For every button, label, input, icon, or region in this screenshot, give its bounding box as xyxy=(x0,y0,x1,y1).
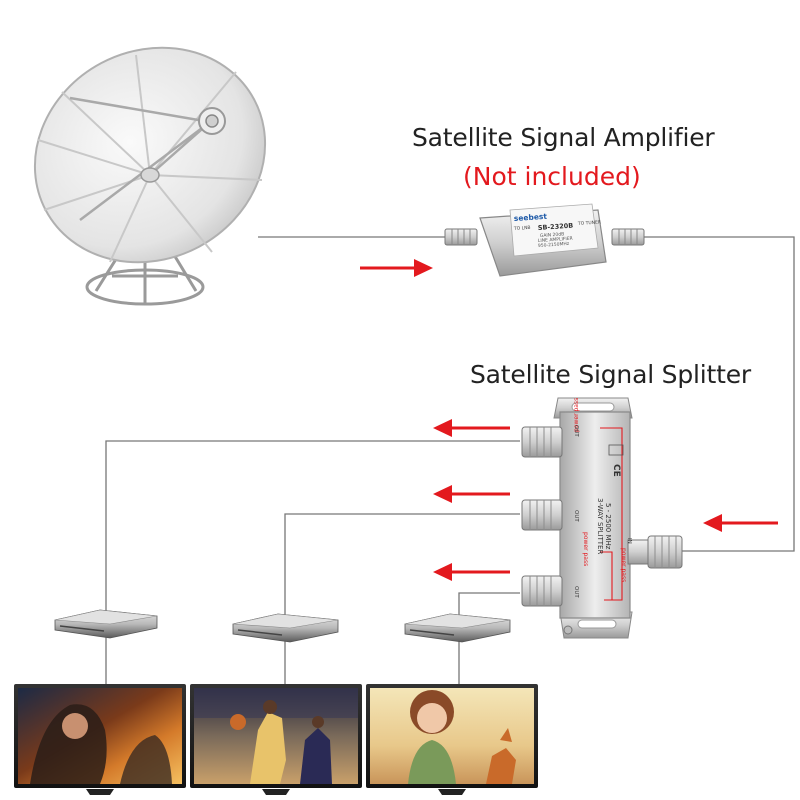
arrow-out-port-3 xyxy=(433,563,510,581)
satellite-dish-icon xyxy=(33,46,267,306)
splitter-in-label: IN xyxy=(626,538,632,544)
splitter-out-port-1 xyxy=(521,426,563,458)
amplifier-port-in: TO LNB xyxy=(513,225,531,232)
arrow-into-splitter xyxy=(703,514,778,532)
amplifier-desc-line3: 950-2150MHz xyxy=(538,241,570,249)
television-icon xyxy=(14,684,538,795)
receiver-1 xyxy=(54,609,158,639)
splitter-title: Satellite Signal Splitter xyxy=(470,360,751,389)
receiver-3 xyxy=(404,613,511,643)
amplifier-desc-line1: GAIN 20dB xyxy=(540,231,565,239)
splitter-power-pass-in: power pass xyxy=(620,548,627,582)
splitter-frequency: 5 - 2500 MHz xyxy=(604,503,612,550)
weee-mark-icon xyxy=(608,444,624,456)
tv-3 xyxy=(366,684,538,795)
cable-out1-to-receiver1 xyxy=(105,440,520,613)
signal-amplifier: seebest SB-2320B GAIN 20dB LINE AMPLIFIE… xyxy=(444,203,645,277)
arrow-out-port-2 xyxy=(433,485,510,503)
amplifier-port-out: TO TUNER xyxy=(577,219,601,227)
splitter-out-label-2: OUT xyxy=(573,510,579,522)
tv-1 xyxy=(14,684,186,795)
amplifier-desc-line2: LINE AMPLIFIER xyxy=(538,236,573,244)
signal-arrows xyxy=(360,259,778,581)
splitter-ce-mark: CE xyxy=(611,464,621,477)
splitter-power-pass-mid: power pass xyxy=(582,532,589,566)
splitter-in-port xyxy=(627,535,683,569)
splitter-out-label-1: OUT xyxy=(573,425,579,437)
arrow-out-port-1 xyxy=(433,419,510,437)
cable-amplifier-to-splitter xyxy=(642,236,795,552)
arrow-into-amplifier xyxy=(360,259,433,277)
receiver-2 xyxy=(232,613,339,643)
signal-splitter: power pass power pass power pass 3-WAY S… xyxy=(521,397,683,639)
amplifier-not-included-note: (Not included) xyxy=(463,162,641,191)
cables xyxy=(105,236,795,685)
cable-out3-to-receiver3 xyxy=(458,592,520,618)
amplifier-brand: seebest xyxy=(514,212,548,223)
set-top-box-icon xyxy=(54,609,511,643)
amplifier-title: Satellite Signal Amplifier xyxy=(412,123,715,152)
splitter-out-label-3: OUT xyxy=(573,586,579,598)
splitter-product-name: 3-WAY SPLITTER xyxy=(596,498,604,554)
amplifier-model: SB-2320B xyxy=(538,222,574,232)
splitter-out-port-2 xyxy=(521,499,563,531)
splitter-out-port-3 xyxy=(521,575,563,607)
splitter-power-pass-top: power pass xyxy=(573,398,580,432)
tv-2 xyxy=(190,684,362,795)
cable-out2-to-receiver2 xyxy=(284,513,520,618)
